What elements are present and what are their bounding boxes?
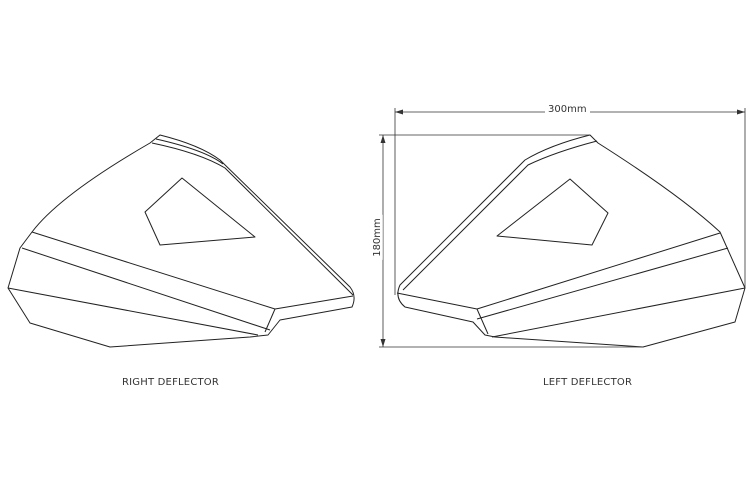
left-deflector-label: LEFT DEFLECTOR — [543, 377, 633, 388]
right-window — [144, 177, 256, 246]
left-window — [496, 178, 609, 246]
right-deflector-shape — [7, 134, 355, 348]
left-deflector-shape — [396, 134, 746, 348]
width-dimension-label: 300mm — [545, 104, 590, 115]
dimension-lines — [379, 108, 746, 348]
right-deflector-label: RIGHT DEFLECTOR — [122, 377, 220, 388]
height-dimension-label: 180mm — [371, 215, 383, 260]
